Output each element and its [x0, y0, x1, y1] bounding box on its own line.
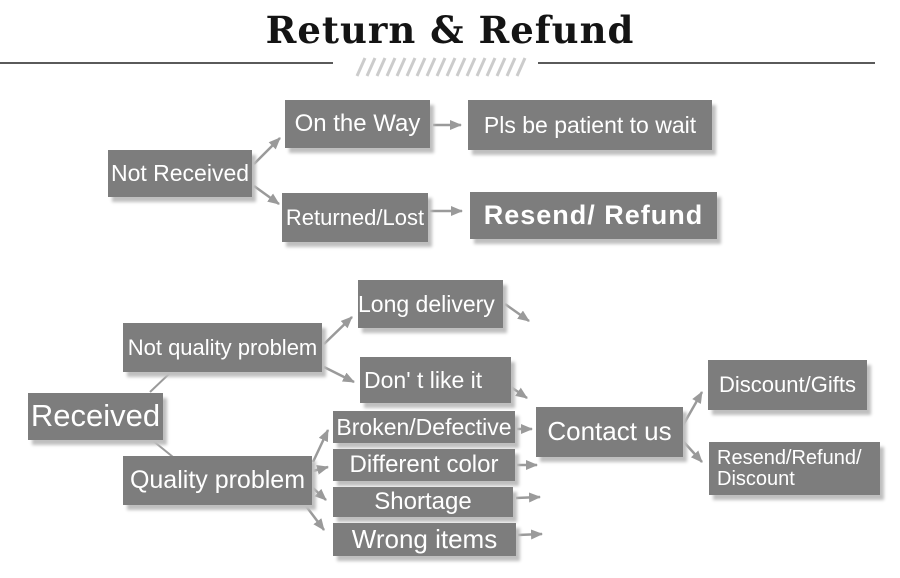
- arrow-contact-us-to-resend-refund-discount: [681, 439, 703, 463]
- node-on-the-way: On the Way: [285, 100, 430, 148]
- arrow-shortage-to-contact-us: [515, 492, 541, 503]
- arrow-nqp-to-long-delivery: [323, 316, 353, 345]
- arrow-dont-like-it-out: [507, 383, 528, 400]
- arrow-qp-to-broken-defective: [311, 429, 330, 463]
- node-different-color: Different color: [333, 449, 515, 481]
- arrow-contact-us-to-discount-gifts: [680, 391, 704, 428]
- node-returned-lost: Returned/Lost: [282, 193, 428, 242]
- node-not-quality-problem: Not quality problem: [123, 323, 322, 372]
- arrow-qp-to-wrong-items: [305, 505, 325, 531]
- node-resend-refund: Resend/ Refund: [470, 192, 717, 239]
- hatch-pattern: [355, 57, 527, 77]
- arrow-long-delivery-out: [504, 302, 530, 323]
- node-resend-refund-discount-line2: Discount: [717, 467, 795, 490]
- page-title: Return & Refund: [265, 8, 635, 52]
- node-broken-defective: Broken/Defective: [333, 411, 515, 443]
- node-long-delivery: Long delivery: [358, 280, 503, 328]
- line-received-to-not-quality-problem: [149, 372, 171, 393]
- node-received: Received: [28, 393, 163, 440]
- node-dont-like-it: Don' t like it: [360, 357, 511, 403]
- node-not-received: Not Received: [108, 150, 252, 197]
- node-resend-refund-discount-line1: Resend/Refund/: [717, 446, 862, 469]
- node-contact-us: Contact us: [536, 407, 683, 457]
- node-wrong-items: Wrong items: [333, 523, 516, 556]
- arrow-not-received-to-on-the-way: [253, 137, 281, 165]
- node-resend-refund-discount: Resend/Refund/ Discount: [709, 442, 880, 495]
- arrow-wrong-items-to-contact-us: [517, 529, 543, 540]
- arrow-qp-to-shortage: [312, 487, 327, 501]
- arrow-nqp-to-dont-like-it: [323, 365, 355, 384]
- node-discount-gifts: Discount/Gifts: [708, 360, 867, 410]
- node-pls-be-patient: Pls be patient to wait: [468, 100, 712, 150]
- node-shortage: Shortage: [333, 487, 513, 517]
- arrow-not-received-to-returned-lost: [253, 184, 280, 206]
- node-quality-problem: Quality problem: [123, 456, 312, 505]
- arrow-qp-to-different-color: [312, 465, 329, 475]
- line-received-to-quality-problem: [151, 439, 174, 458]
